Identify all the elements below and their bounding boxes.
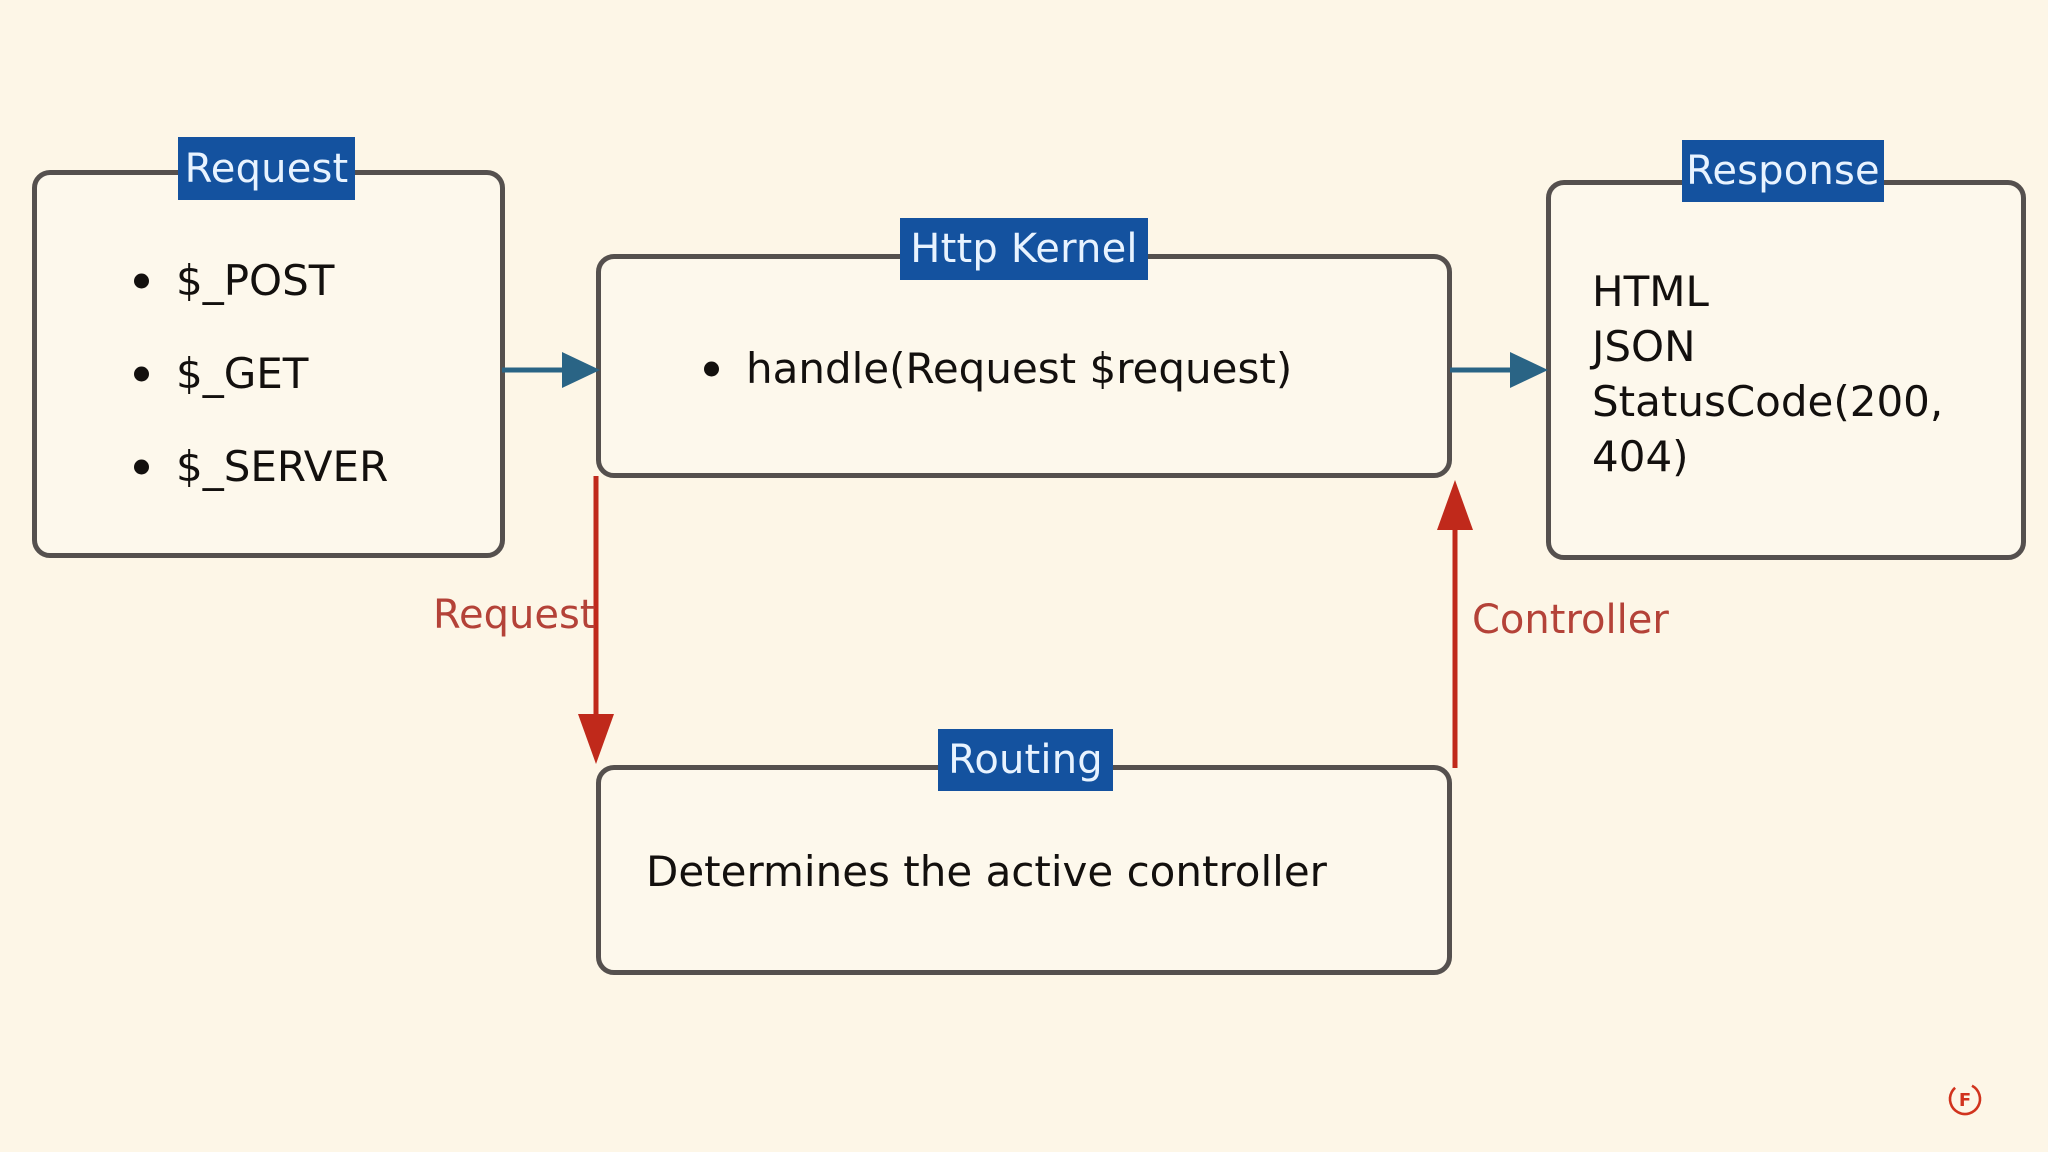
http-kernel-badge-label: Http Kernel bbox=[910, 226, 1138, 272]
response-badge: Response bbox=[1682, 140, 1884, 202]
http-kernel-item-handle: handle(Request $request) bbox=[746, 344, 1293, 393]
label-request-flow: Request bbox=[433, 592, 596, 638]
response-body-text: HTML JSON StatusCode(200, 404) bbox=[1592, 267, 1944, 481]
list-item: $_SERVER bbox=[130, 442, 480, 491]
list-item: $_GET bbox=[130, 349, 480, 398]
routing-badge: Routing bbox=[938, 729, 1113, 791]
request-badge: Request bbox=[178, 137, 355, 200]
request-item-list: $_POST $_GET $_SERVER bbox=[130, 256, 480, 491]
http-kernel-item-list: handle(Request $request) bbox=[700, 344, 1460, 393]
http-kernel-badge: Http Kernel bbox=[900, 218, 1148, 280]
request-badge-label: Request bbox=[184, 145, 349, 192]
request-item-server: $_SERVER bbox=[176, 442, 389, 491]
svg-text:F: F bbox=[1959, 1090, 1971, 1111]
arrow-kernel-to-routing bbox=[578, 476, 614, 764]
circled-f-logo-icon: F bbox=[1948, 1082, 1982, 1116]
list-item: handle(Request $request) bbox=[700, 344, 1460, 393]
response-badge-label: Response bbox=[1686, 148, 1880, 194]
arrow-request-to-kernel bbox=[502, 352, 600, 388]
list-item: $_POST bbox=[130, 256, 480, 305]
label-controller-flow: Controller bbox=[1472, 597, 1669, 643]
routing-badge-label: Routing bbox=[948, 737, 1103, 783]
arrow-kernel-to-response bbox=[1450, 352, 1548, 388]
routing-body-text: Determines the active controller bbox=[646, 847, 1327, 896]
request-item-post: $_POST bbox=[176, 256, 335, 305]
arrow-routing-to-kernel bbox=[1437, 480, 1473, 768]
response-box bbox=[1546, 180, 2026, 560]
routing-box bbox=[596, 765, 1452, 975]
request-item-get: $_GET bbox=[176, 349, 309, 398]
